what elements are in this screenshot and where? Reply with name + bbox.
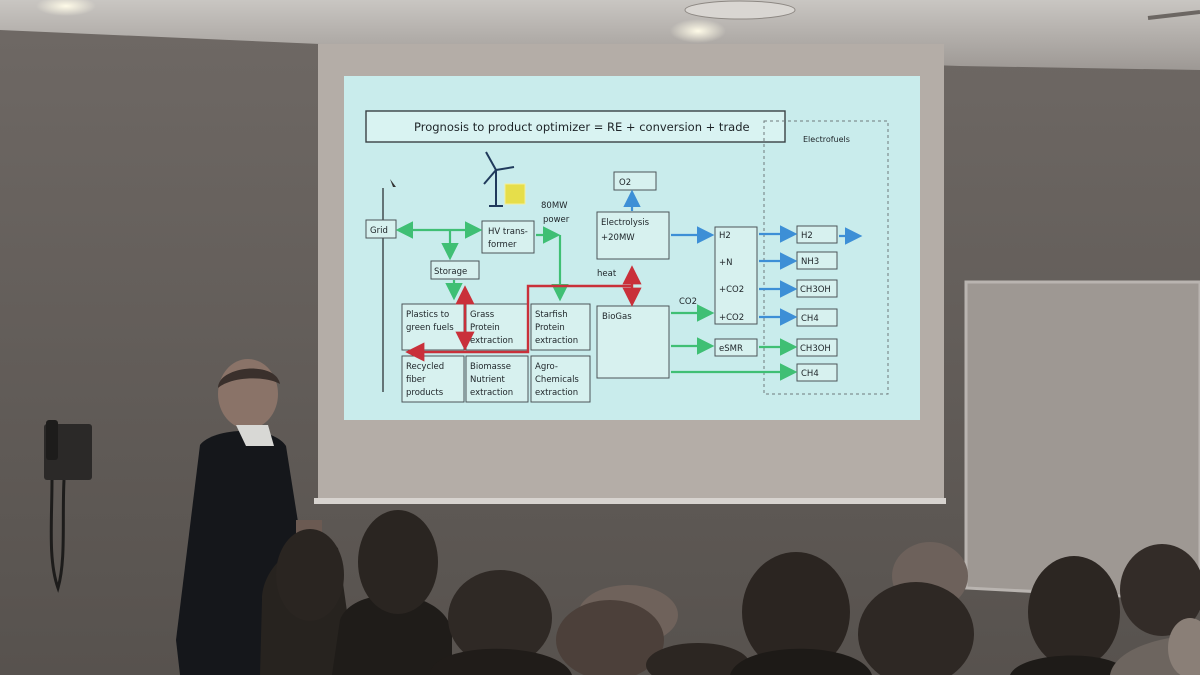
wind-turbine-icon [483,151,515,207]
electrofuels-label: Electrofuels [803,135,850,144]
plastics-box [401,303,465,351]
plastics-label: Plastics to [406,310,449,320]
plastics-label: green fuels [406,323,454,333]
electrolysis-label: +20MW [601,233,635,243]
slide-title-box [365,110,786,143]
starfish-label: extraction [535,336,578,346]
blue-arrows [623,189,863,326]
starfish-label: Protein [535,323,565,333]
output-label: CH4 [801,314,819,324]
storage-label: Storage [434,267,467,277]
biogas-box [596,305,670,379]
o2-label: O2 [619,178,631,188]
esmr-label: eSMR [719,344,743,354]
projection-screen-edge [314,498,946,504]
agro-label: Chemicals [535,375,579,385]
hv-transformer-label: former [488,240,517,250]
column-label: +CO2 [719,285,744,295]
grass-label: extraction [470,336,513,346]
whiteboard [964,280,1200,602]
esmr-box [714,338,758,357]
ceiling-fixture [1147,10,1200,20]
grid-label: Grid [370,226,388,236]
output-label: CH3OH [800,344,831,354]
agro-label: extraction [535,388,578,398]
grass-label: Protein [470,323,500,333]
red-arrows [405,265,642,362]
output-label: H2 [801,231,813,241]
output-label: NH3 [801,257,819,267]
column-label: +N [719,258,732,268]
electrofuels-region [763,120,889,395]
biomasse-label: Nutrient [470,375,506,385]
recycled-label: products [406,388,444,398]
recycled-box [401,355,465,403]
column-label: +CO2 [719,313,744,323]
output-label: CH4 [801,369,819,379]
starfish-label: Starfish [535,310,568,320]
solar-panel-icon [504,183,526,205]
electrolysis-label: Electrolysis [601,218,650,228]
wall-phone-icon [44,420,92,593]
agro-label: Agro- [535,362,558,372]
power-label: 80MW [541,201,568,211]
biogas-label: BioGas [602,312,632,322]
biomasse-label: extraction [470,388,513,398]
slide-title: Prognosis to product optimizer = RE + co… [414,120,750,134]
cursor-icon [390,179,396,187]
recycled-label: Recycled [406,362,444,372]
power-label: power [543,215,570,225]
hv-transformer-label: HV trans- [488,227,528,237]
agro-box [530,355,591,403]
storage-box [430,260,480,280]
output-label: CH3OH [800,285,831,295]
hv-transformer-box [481,220,535,254]
column-label: H2 [719,231,731,241]
grass-label: Grass [470,310,495,320]
audience [260,510,1200,675]
co2-label: CO2 [679,297,697,307]
column-box [714,226,758,325]
heat-label: heat [597,269,617,279]
biomasse-box [465,355,529,403]
biomasse-label: Biomasse [470,362,511,372]
ceiling-light [670,19,726,43]
electrolysis-box [596,211,670,260]
ceiling-vent [684,0,796,20]
ceiling-light [36,0,96,16]
starfish-box [530,303,591,351]
recycled-label: fiber [406,375,426,385]
